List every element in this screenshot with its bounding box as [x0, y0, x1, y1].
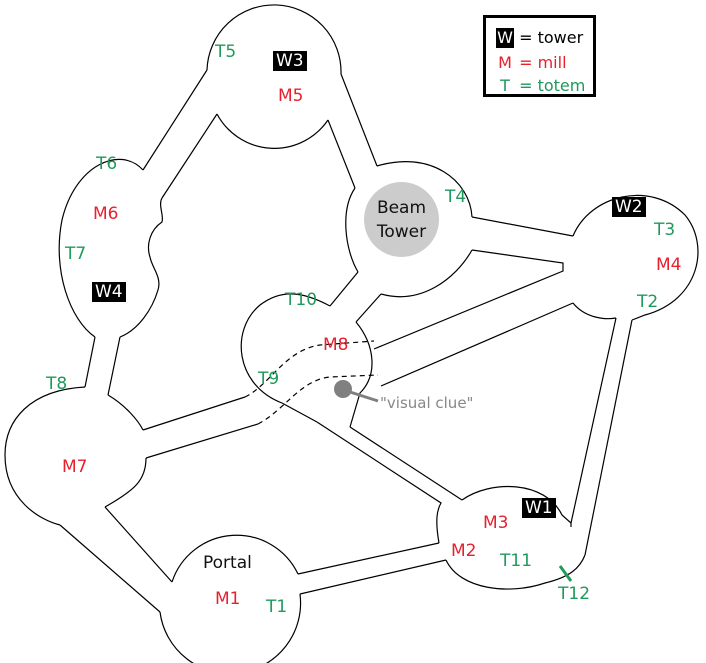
totem-t1: T1 [266, 597, 288, 617]
totem-t8: T8 [46, 374, 68, 394]
mill-m3: M3 [483, 513, 509, 533]
corridor-m7-portal-outer [59, 524, 161, 613]
t12-marker [558, 565, 573, 582]
beam-tower-label-2: Tower [376, 221, 427, 242]
corridor-t9-w2-lower [380, 302, 574, 387]
room-left-low-right2 [104, 457, 147, 508]
legend-row-totem: T = totem [496, 76, 585, 96]
mill-m7: M7 [62, 457, 88, 477]
mill-m8: M8 [323, 335, 349, 355]
corridor-top-left-outer [142, 69, 208, 171]
room-left-inner-bulge [119, 197, 164, 338]
room-top-bottom-arc [216, 113, 329, 149]
legend-meaning-mill: mill [537, 53, 567, 72]
portal-label: Portal [203, 553, 252, 573]
room-portal-outline [171, 534, 299, 583]
legend-key-tower: W [496, 28, 514, 48]
legend-meaning-tower: tower [537, 28, 584, 47]
dashed-path-lower [257, 374, 379, 425]
corridor-beam-w2-lower [373, 249, 564, 350]
beam-tower-label-1: Beam [376, 197, 427, 218]
mill-m2: M2 [451, 541, 477, 561]
corridor-w4-t8-left [84, 336, 96, 388]
corridor-top-beam-inner [327, 119, 356, 189]
mill-m4: M4 [656, 255, 682, 275]
corridor-center-beam-left [329, 271, 359, 307]
tower-w4: W4 [92, 282, 126, 302]
room-left-low-right1 [107, 394, 144, 431]
totem-t3: T3 [654, 220, 676, 240]
room-portal-bottom [159, 593, 302, 663]
room-left-low-outline [4, 386, 86, 526]
totem-t6: T6 [96, 154, 118, 174]
beam-tower: Beam Tower [364, 182, 439, 257]
legend-key-totem: T [500, 76, 510, 95]
visual-clue-pointer [349, 390, 379, 403]
corridor-w1-w2-left [570, 317, 617, 524]
corridor-w1-w2-right [584, 319, 633, 556]
room-center-outline [240, 293, 331, 404]
mill-m5: M5 [278, 86, 304, 106]
mill-m6: M6 [93, 204, 119, 224]
corridor-m7-portal-inner [104, 506, 173, 583]
legend-eq: = [519, 76, 533, 95]
corridor-portal-w1-upper [297, 542, 440, 575]
tower-w3: W3 [273, 51, 307, 71]
corridor-portal-w1-lower [299, 559, 447, 595]
room-w2-outline [572, 194, 699, 321]
room-w1-outline [316, 421, 442, 544]
corridor-t8-w2-lower [145, 423, 259, 459]
legend-eq: = [519, 53, 533, 72]
corridor-top-beam-outer [340, 73, 378, 167]
mill-m1: M1 [215, 589, 241, 609]
totem-t7: T7 [65, 244, 87, 264]
tower-w1: W1 [522, 498, 556, 518]
totem-t12: T12 [558, 584, 591, 604]
corridor-center-beam-right [355, 293, 382, 323]
legend-row-mill: M = mill [496, 53, 567, 73]
legend-row-tower: W = tower [496, 28, 583, 48]
legend-meaning-totem: totem [537, 76, 586, 95]
totem-t10: T10 [285, 290, 318, 310]
corridor-w1-t9-lower [281, 402, 318, 423]
totem-t9: T9 [258, 369, 280, 389]
room-beam-left [345, 187, 359, 273]
dashed-path-upper [244, 340, 375, 398]
corridor-beam-w2-upper [471, 216, 574, 237]
totem-t2: T2 [637, 292, 659, 312]
corridor-w4-t8-right [107, 336, 121, 396]
legend: W = tower M = mill T = totem [483, 15, 596, 97]
room-beam-outline [376, 161, 473, 218]
visual-clue-dot [334, 380, 352, 398]
corridor-w1-t9-upper [349, 426, 463, 501]
corridor-t8-w2-upper [142, 396, 246, 431]
legend-key-mill: M [498, 53, 512, 72]
room-w1-top [461, 485, 572, 527]
totem-t4: T4 [445, 187, 467, 207]
legend-eq: = [519, 28, 533, 47]
room-top-outline [206, 4, 342, 75]
room-beam-bottom [380, 249, 473, 298]
room-center-right [349, 321, 373, 428]
corridor-top-left-inner [161, 113, 218, 199]
totem-t11: T11 [500, 551, 533, 571]
room-w2-bottom [572, 302, 617, 320]
visual-clue-label: "visual clue" [380, 394, 474, 412]
tower-w2: W2 [612, 197, 646, 217]
room-w1-bottom [445, 554, 586, 590]
room-left-outline [58, 158, 144, 338]
totem-t5: T5 [215, 42, 237, 62]
